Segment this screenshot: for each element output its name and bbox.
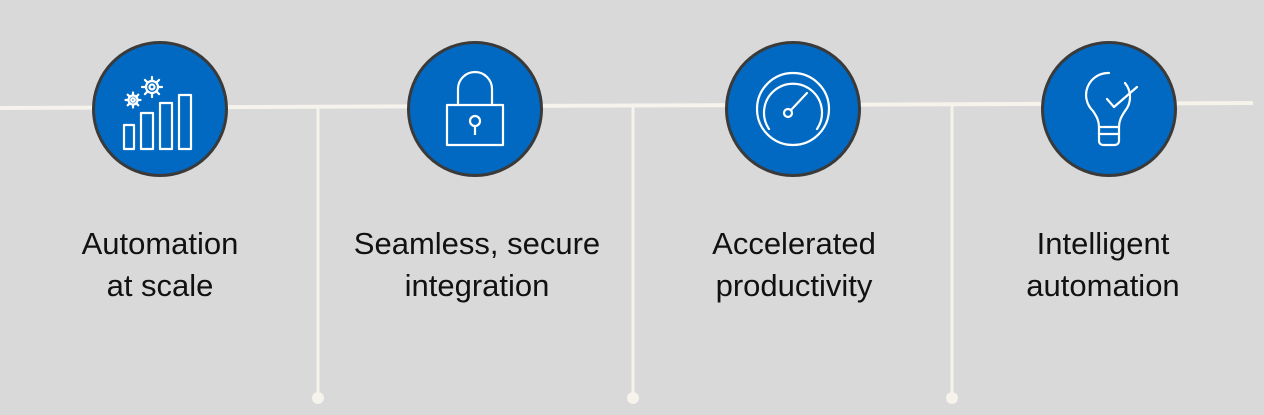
feature-label-automation: Automation at scale xyxy=(15,223,305,307)
feature-circle-integration xyxy=(407,41,543,177)
feature-label-line2: productivity xyxy=(715,268,873,303)
connector-dot-1 xyxy=(312,392,324,404)
feature-label-integration: Seamless, secure integration xyxy=(332,223,622,307)
feature-label-line1: Accelerated xyxy=(712,226,876,261)
connector-dot-3 xyxy=(946,392,958,404)
feature-label-line2: at scale xyxy=(106,268,214,303)
feature-label-productivity: Accelerated productivity xyxy=(649,223,939,307)
feature-circle-productivity xyxy=(725,41,861,177)
feature-circle-intelligent xyxy=(1041,41,1177,177)
feature-label-line1: Intelligent xyxy=(1036,226,1170,261)
feature-label-line1: Automation xyxy=(81,226,239,261)
feature-label-line1: Seamless, secure xyxy=(353,226,601,261)
feature-label-line2: integration xyxy=(404,268,550,303)
padlock-icon xyxy=(445,70,505,147)
bar-chart-gears-icon xyxy=(122,75,193,151)
feature-circle-automation xyxy=(92,41,228,177)
speedometer-icon xyxy=(755,71,831,147)
connector-dot-2 xyxy=(627,392,639,404)
feature-label-line2: automation xyxy=(1026,268,1180,303)
feature-label-intelligent: Intelligent automation xyxy=(958,223,1248,307)
lightbulb-check-icon xyxy=(1085,71,1139,147)
